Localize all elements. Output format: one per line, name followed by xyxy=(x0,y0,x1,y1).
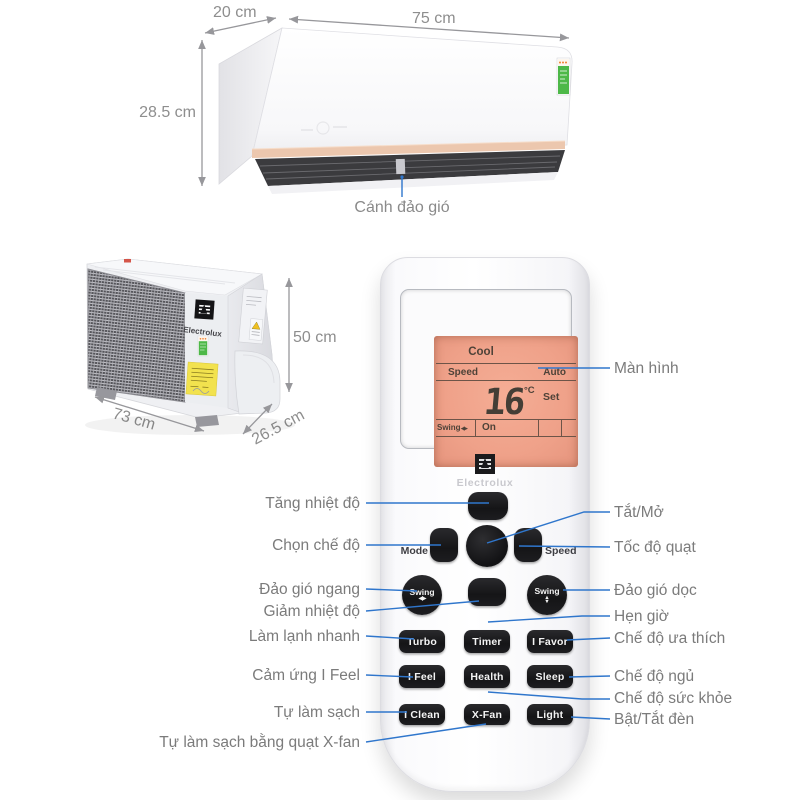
callout-swing-h: Đảo gió ngang xyxy=(259,581,360,598)
callout-ifeel: Cảm ứng I Feel xyxy=(252,667,360,684)
swing-vertical-icon: ▲▼ xyxy=(544,594,550,605)
callout-temp-up: Tăng nhiệt độ xyxy=(265,495,360,512)
warning-sticker xyxy=(185,361,219,397)
callout-sleep: Chế độ ngủ xyxy=(614,668,695,685)
indoor-unit-image xyxy=(218,27,573,194)
lcd-swing-arrows-icon: ◀▶ xyxy=(460,426,469,432)
callout-ifavor: Chế độ ưa thích xyxy=(614,630,726,647)
mode-button[interactable] xyxy=(430,528,458,562)
health-button[interactable]: Health xyxy=(464,665,510,688)
remote-brand-logo xyxy=(475,454,495,474)
ifavor-button[interactable]: I Favor xyxy=(527,630,573,653)
lcd-fan-value: Auto xyxy=(543,367,566,378)
speed-printed-label: Speed xyxy=(545,545,577,557)
lcd-temperature-value: 16 xyxy=(482,382,526,423)
ifeel-button[interactable]: I Feel xyxy=(399,665,445,688)
callout-health: Chế độ sức khỏe xyxy=(614,690,733,707)
louver-callout-label: Cánh đảo gió xyxy=(354,199,450,216)
turbo-button[interactable]: Turbo xyxy=(399,630,445,653)
lcd-set-label: Set xyxy=(543,391,560,403)
caution-triangle-sticker xyxy=(248,318,264,341)
remote-lcd-screen: Cool Speed Auto 16 °C Set Swing◀▶ On xyxy=(434,336,578,467)
swing-horizontal-icon: ◀▶ xyxy=(418,596,426,602)
callout-screen: Màn hình xyxy=(614,360,679,377)
callout-mode: Chọn chế độ xyxy=(272,537,360,554)
lcd-mode-value: Cool xyxy=(468,346,494,358)
callout-light: Bật/Tắt đèn xyxy=(614,711,695,728)
sleep-button[interactable]: Sleep xyxy=(527,665,573,688)
callout-fan-speed: Tốc độ quạt xyxy=(614,539,696,556)
callout-swing-v: Đảo gió dọc xyxy=(614,582,697,599)
mode-printed-label: Mode xyxy=(400,545,428,557)
callout-turbo: Làm lạnh nhanh xyxy=(248,628,360,645)
xfan-button[interactable]: X-Fan xyxy=(464,704,510,725)
lcd-swing-value: On xyxy=(482,422,496,433)
swing-vertical-button[interactable]: Swing ▲▼ xyxy=(527,575,567,615)
remote-control: Cool Speed Auto 16 °C Set Swing◀▶ On xyxy=(380,257,590,792)
outdoor-energy-label xyxy=(197,335,209,357)
remote-screen-bezel: Cool Speed Auto 16 °C Set Swing◀▶ On xyxy=(400,289,578,467)
temp-up-button[interactable] xyxy=(468,492,508,520)
callout-power: Tắt/Mở xyxy=(614,504,664,521)
callout-timer: Hẹn giờ xyxy=(614,608,669,625)
indoor-height-dimension: 28.5 cm xyxy=(139,104,196,121)
iclean-button[interactable]: I Clean xyxy=(399,704,445,725)
callout-iclean: Tự làm sạch xyxy=(273,704,360,721)
outdoor-height-dimension: 50 cm xyxy=(293,329,337,346)
outdoor-brand-logo xyxy=(194,299,215,320)
callout-xfan: Tự làm sạch bằng quạt X-fan xyxy=(159,734,360,751)
fan-speed-button[interactable] xyxy=(514,528,542,562)
energy-label xyxy=(556,57,571,96)
power-button[interactable] xyxy=(466,525,508,567)
light-button[interactable]: Light xyxy=(527,704,573,725)
temp-down-button[interactable] xyxy=(468,578,506,606)
outdoor-unit-image: Electrolux xyxy=(85,258,295,435)
lcd-swing-label: Swing◀▶ xyxy=(437,423,469,432)
lcd-fan-label: Speed xyxy=(448,367,479,378)
lcd-temperature-unit: °C xyxy=(524,385,535,396)
remote-brand-text: Electrolux xyxy=(456,477,514,489)
callout-temp-down: Giảm nhiệt độ xyxy=(263,603,361,620)
timer-button[interactable]: Timer xyxy=(464,630,510,653)
swing-horizontal-button[interactable]: Swing ◀▶ xyxy=(402,575,442,615)
